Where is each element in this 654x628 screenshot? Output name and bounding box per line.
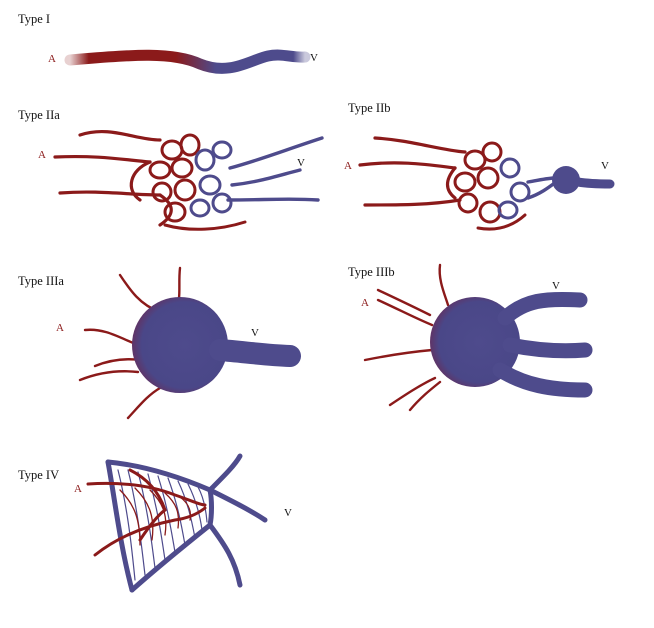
- fistula-vessel-type-i: [64, 49, 311, 74]
- vein-label-type-iiia: V: [251, 327, 259, 339]
- vein-label-type-i: V: [310, 52, 318, 64]
- artery-label-type-iib: A: [344, 160, 352, 172]
- vein-label-type-iv: V: [284, 507, 292, 519]
- artery-label-type-iv: A: [74, 483, 82, 495]
- artery-label-type-i: A: [48, 53, 56, 65]
- artery-feeders-type-iiib: [363, 263, 450, 412]
- fine-vein-mesh-type-iv: [117, 469, 208, 581]
- vein-label-type-iiib: V: [552, 280, 560, 292]
- draining-veins-type-iiib: [492, 291, 593, 398]
- panel-title-type-iv: Type IV: [18, 468, 60, 482]
- fine-artery-mesh-type-iv: [119, 487, 192, 546]
- artery-label-type-iiia: A: [56, 322, 64, 334]
- panel-title-type-iiia: Type IIIa: [18, 274, 64, 288]
- venous-sac-type-iiia: [132, 297, 228, 393]
- artery-feeders-type-iia: [53, 130, 173, 227]
- artery-label-type-iia: A: [38, 149, 46, 161]
- vein-label-type-iia: V: [297, 157, 305, 169]
- panel-title-type-iiib: Type IIIb: [348, 265, 395, 279]
- panel-title-type-iia: Type IIa: [18, 108, 60, 122]
- panel-type-iia: [53, 130, 324, 231]
- draining-vein-type-iiia: [209, 339, 301, 367]
- drainage-veins-type-iia: [189, 136, 324, 218]
- drainage-veins-type-iib: [497, 157, 558, 220]
- artery-label-type-iiib: A: [361, 297, 369, 309]
- artery-feeders-type-iv: [86, 468, 207, 557]
- panel-type-iv: [86, 453, 268, 593]
- draining-vein-type-iib: [573, 177, 615, 189]
- nidus-type-iia: [148, 133, 247, 231]
- panel-title-type-i: Type I: [18, 12, 51, 26]
- panel-type-iiia: [78, 266, 301, 420]
- vein-label-type-iib: V: [601, 160, 609, 172]
- artery-feeders-type-iib: [358, 136, 467, 207]
- panel-type-iib: [358, 136, 615, 231]
- venous-varix-type-iib: [552, 166, 580, 194]
- venous-frame-type-iv: [105, 453, 268, 593]
- panel-title-type-iib: Type IIb: [348, 101, 391, 115]
- panel-type-i: [64, 49, 311, 74]
- panel-type-iiib: [363, 263, 593, 412]
